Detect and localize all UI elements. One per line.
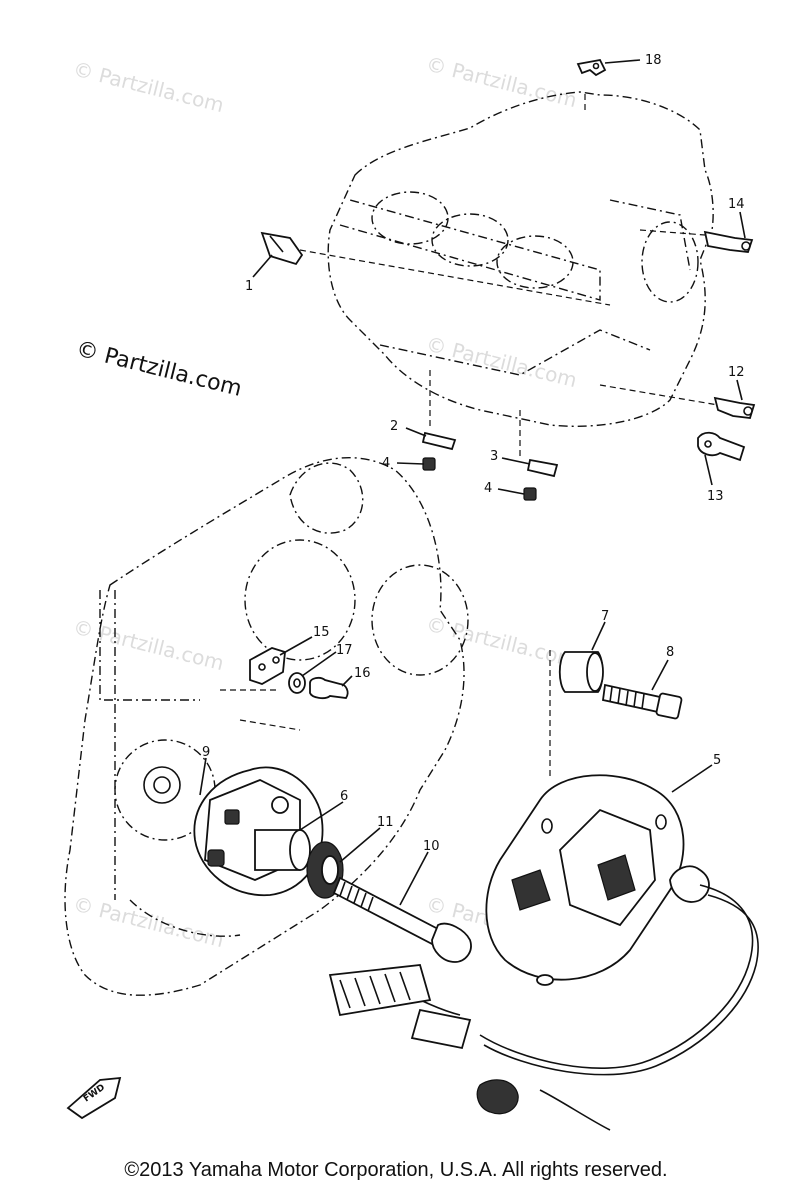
wire-clamp-13	[697, 431, 746, 462]
watermark-layer: © Partzilla.com © Partzilla.com © Partzi…	[71, 52, 580, 953]
callout-labels: 18 14 1 12 2 4 3 4 13 7 8 15 17 16 5 9 6…	[202, 53, 745, 854]
watermark: © Partzilla.com	[71, 615, 227, 676]
wire-harness	[328, 884, 759, 1131]
watermark: © Partzilla.com	[424, 332, 580, 393]
wire-clamp-14	[703, 230, 754, 253]
watermark-dark: © Partzilla.com	[74, 337, 245, 402]
callout-13: 13	[707, 489, 724, 504]
callout-4a: 4	[382, 456, 390, 471]
governor-assembly-6	[204, 779, 311, 881]
stator-plate-5	[485, 774, 710, 986]
clamp-2	[421, 431, 457, 451]
callout-6: 6	[340, 789, 348, 804]
fwd-arrow-icon: FWD	[66, 1076, 122, 1120]
callout-14: 14	[728, 197, 745, 212]
callout-16: 16	[354, 666, 371, 681]
callout-7: 7	[601, 609, 609, 624]
clamp-3	[526, 458, 559, 478]
washer-11	[306, 841, 344, 899]
callout-10: 10	[423, 839, 440, 854]
crankcase-cover-outline	[64, 456, 551, 996]
callout-18: 18	[645, 53, 662, 68]
bolt-10	[332, 876, 472, 963]
callout-2: 2	[390, 419, 398, 434]
callout-8: 8	[666, 645, 674, 660]
screw-16	[309, 676, 349, 700]
callout-12: 12	[728, 365, 745, 380]
engine-block-outline	[299, 91, 719, 460]
watermark: © Partzilla.com	[424, 52, 580, 113]
leader-lines	[199, 59, 746, 906]
screw-4b	[523, 487, 537, 501]
spacer-7	[558, 651, 604, 693]
screw-4a	[422, 457, 436, 471]
bolt-8	[601, 683, 683, 720]
callout-11: 11	[377, 815, 394, 830]
wire-clamp-18	[576, 58, 607, 77]
watermark: © Partzilla.com	[424, 612, 580, 673]
washer-17	[288, 672, 306, 694]
callout-4b: 4	[484, 481, 492, 496]
callout-9: 9	[202, 745, 210, 760]
callout-17: 17	[336, 643, 353, 658]
watermark: © Partzilla.com	[71, 57, 227, 118]
callout-3: 3	[490, 449, 498, 464]
wire-clamp-1	[260, 231, 304, 266]
plate-15	[249, 647, 286, 685]
watermark: © Partzilla.com	[71, 892, 227, 953]
callout-1: 1	[245, 279, 253, 294]
callout-15: 15	[313, 625, 330, 640]
callout-5: 5	[713, 753, 721, 768]
copyright-notice: ©2013 Yamaha Motor Corporation, U.S.A. A…	[124, 1159, 668, 1181]
wire-clamp-12	[713, 396, 756, 419]
